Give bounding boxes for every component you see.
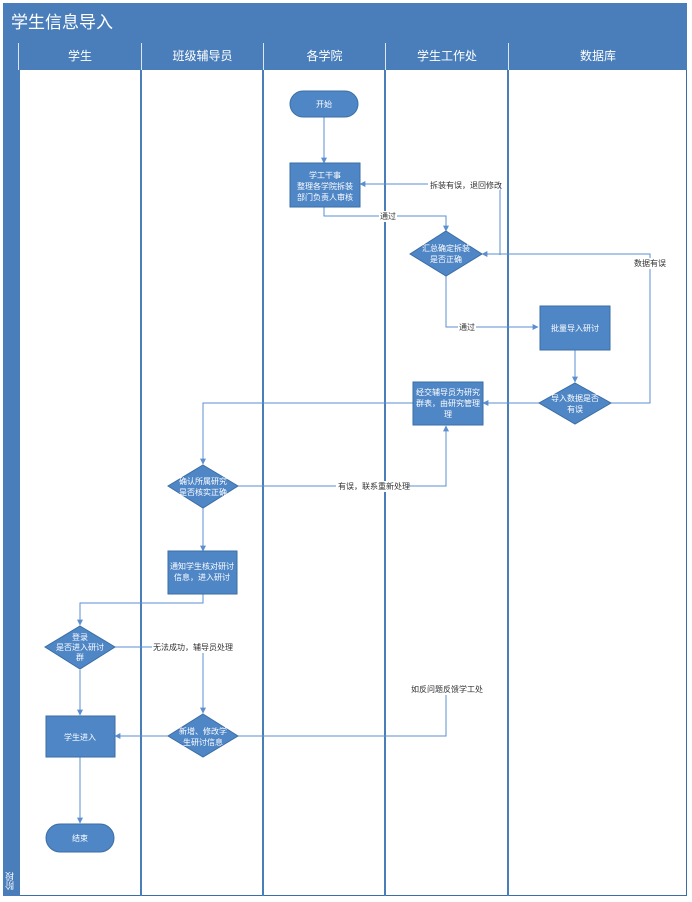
start-label: 开始	[316, 99, 332, 109]
lane-student	[18, 70, 141, 896]
node-college-compile	[289, 162, 361, 208]
edge-notify-to-student-check	[77, 594, 204, 626]
fix-info-line1: 新增、修改学	[179, 726, 227, 736]
lane-header-college: 各学院	[263, 43, 385, 70]
edge-label-data-error: 数据有误	[634, 258, 666, 268]
check-correct-line1: 汇总确定拆装	[422, 243, 470, 253]
lane-header-student: 学生	[18, 43, 141, 70]
college-compile-line3: 部门负责人审核	[297, 192, 353, 202]
node-feedback-dispatch	[412, 381, 484, 426]
node-fix-info	[167, 713, 239, 758]
edge-confirm-error-reprocess	[238, 425, 449, 487]
confirm-class-line1: 确认所属研究	[179, 476, 227, 486]
diagram-frame	[3, 3, 687, 896]
edge-label-pass-1: 通过	[380, 211, 396, 221]
node-notify-students	[167, 550, 238, 595]
lane-database	[507, 70, 687, 896]
edge-label-error-reprocess: 有误，联系重新处理	[338, 481, 410, 491]
feedback-dispatch-line1: 经交辅导员为研究	[416, 387, 480, 397]
lane-header-student-affairs: 学生工作处	[385, 43, 508, 70]
diagram-title: 学生信息导入	[3, 3, 687, 43]
node-import-success	[537, 382, 613, 425]
lane-counselor	[140, 70, 263, 896]
student-enter-label: 学生进入	[64, 732, 96, 742]
student-check-line3: 群	[76, 652, 84, 662]
node-batch-import	[539, 305, 611, 351]
notify-students-line2: 信息，进入研讨	[174, 572, 230, 582]
student-check-line2: 是否进入研讨	[56, 642, 104, 652]
fix-info-line2: 生研讨信息	[183, 737, 223, 747]
edge-label-group: 拆装有误，退回修改 通过 数据有误 通过 有误，联系重新处理 无法成功，辅导员处…	[152, 179, 670, 695]
batch-import-label: 批量导入研讨	[551, 323, 599, 333]
edge-feedback-to-confirm	[200, 402, 413, 465]
nodes	[44, 90, 613, 853]
confirm-class-line2: 是否核实正确	[179, 487, 227, 497]
college-compile-line1: 学工干事	[309, 170, 341, 180]
edge-label-cannot-success: 无法成功，辅导员处理	[153, 642, 233, 652]
notify-students-line1: 通知学生核对研讨	[170, 561, 234, 571]
node-texts: 开始 学工干事 整理各学院拆装 部门负责人审核 汇总确定拆装 是否正确 批量导入…	[56, 99, 599, 843]
lane-header-database: 数据库	[508, 43, 687, 70]
phase-strip	[3, 43, 18, 896]
feedback-dispatch-line3: 理	[444, 410, 452, 419]
edge-fix-report-issue	[238, 690, 447, 737]
edges	[77, 117, 651, 824]
node-student-enter	[45, 715, 116, 758]
edge-label-error-return: 拆装有误，退回修改	[430, 180, 502, 190]
import-success-line2: 有误	[567, 404, 583, 414]
student-check-line1: 登录	[72, 632, 88, 642]
edge-data-error-loop	[481, 251, 651, 404]
lane-header-counselor: 班级辅导员	[141, 43, 263, 70]
check-correct-line2: 是否正确	[430, 254, 462, 264]
edge-label-report-issue: 如反问题反馈学工处	[411, 684, 483, 694]
node-check-correct	[409, 230, 483, 277]
node-end	[45, 823, 115, 853]
college-compile-line2: 整理各学院拆装	[297, 181, 353, 191]
import-success-line1: 导入数据是否	[551, 393, 599, 403]
edge-check-to-batch	[445, 276, 539, 330]
node-start	[289, 90, 359, 118]
node-student-check	[44, 625, 116, 670]
lane-college	[262, 70, 385, 896]
edge-label-pass-2: 通过	[459, 322, 475, 332]
end-label: 结束	[72, 833, 88, 843]
edge-check-cannot-success	[115, 646, 206, 714]
feedback-dispatch-line2: 群表，由研究管理	[416, 398, 480, 408]
node-confirm-class	[167, 464, 239, 509]
